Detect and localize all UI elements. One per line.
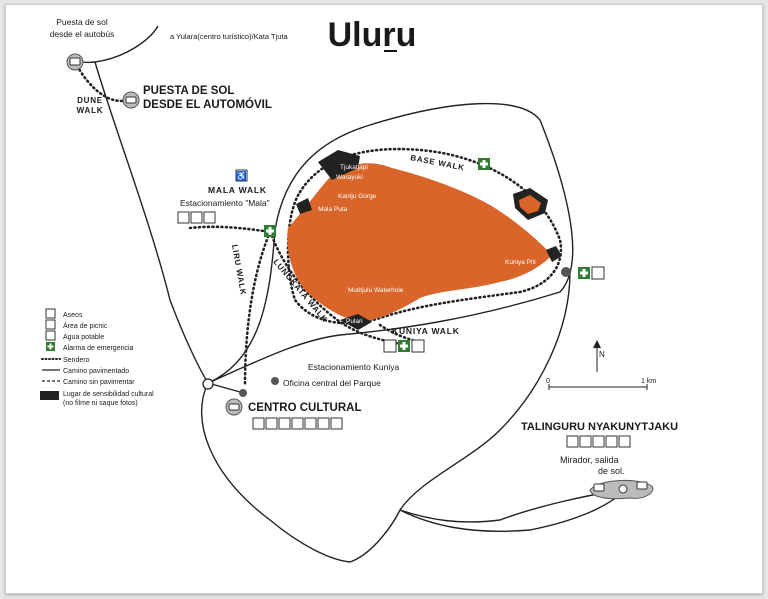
label-sunset-bus-1: Puesta de sol bbox=[56, 17, 108, 27]
first-aid-icon-east bbox=[578, 266, 605, 280]
cultural-centre-icons bbox=[252, 417, 343, 430]
legend-label-6: Camino sin pavimentar bbox=[63, 379, 135, 386]
label-sunset-car-2: DESDE EL AUTOMÓVIL bbox=[143, 98, 272, 111]
facility-icons: ♿ bbox=[66, 53, 654, 500]
sacred-site-pulari bbox=[340, 314, 372, 330]
talinguru-icons bbox=[566, 435, 631, 448]
north-label: N bbox=[599, 350, 605, 359]
sacred-site-mala-puta bbox=[296, 198, 312, 214]
paved-roads bbox=[71, 25, 626, 563]
talinguru-parking-icon bbox=[589, 479, 654, 500]
legend-label-1: Área de picnic bbox=[63, 321, 108, 330]
legend-first-aid-icon: Alarma de emergencia bbox=[46, 342, 134, 352]
first-aid-icon-base-walk bbox=[478, 158, 490, 170]
junctions bbox=[202, 267, 571, 397]
legend-label-0: Aseos bbox=[63, 312, 83, 319]
road-talinguru-2 bbox=[399, 489, 626, 532]
legend-label-4: Sendero bbox=[63, 357, 90, 364]
label-dune-walk-1: DUNE bbox=[77, 96, 103, 105]
legend-water-icon: Agua potable bbox=[45, 330, 104, 341]
road-south-loop bbox=[200, 271, 571, 563]
label-lookout-2: de sol. bbox=[598, 466, 625, 476]
label-mala-parking: Estacionamiento "Mala" bbox=[180, 198, 270, 208]
sacred-site-kuniya-piti bbox=[546, 246, 562, 262]
north-arrow: N bbox=[593, 340, 605, 372]
legend-label-2: Agua potable bbox=[63, 334, 104, 341]
legend-label-3: Alarma de emergencia bbox=[63, 345, 134, 352]
label-mala-puta: Mala Puta bbox=[318, 206, 348, 213]
first-aid-icon bbox=[264, 225, 276, 237]
label-kuniya-parking: Estacionamiento Kuniya bbox=[308, 362, 399, 372]
legend-label-5: Camino pavimentado bbox=[63, 368, 129, 375]
label-sunset-bus-2: desde el autobús bbox=[50, 29, 115, 39]
legend-label-7: Lugar de sensibilidad cultural bbox=[63, 391, 154, 398]
mala-parking-icons bbox=[177, 211, 216, 224]
label-dune-walk-2: WALK bbox=[77, 106, 104, 115]
sacred-sites bbox=[296, 150, 562, 330]
label-talinguru: TALINGURU NYAKUNYTJAKU bbox=[521, 421, 678, 433]
sacred-site-tjukatjapi bbox=[318, 150, 360, 180]
label-liru-walk: LIRU WALK bbox=[230, 244, 248, 296]
mala-walk-track bbox=[188, 225, 272, 234]
legend-solid-line: Camino pavimentado bbox=[42, 368, 129, 375]
label-lookout-1: Mirador, salida bbox=[560, 455, 619, 465]
wheelchair-icon: ♿ bbox=[235, 169, 248, 182]
scale-start: 0 bbox=[546, 378, 550, 385]
label-kuniya-piti: Kuniya Piti bbox=[505, 259, 536, 266]
junction-east bbox=[561, 267, 571, 277]
legend-dotted-line: Sendero bbox=[41, 357, 90, 364]
label-tjukatjapi-1: Tjukatjapi bbox=[340, 164, 368, 171]
liru-walk-track bbox=[243, 230, 272, 387]
car-icon bbox=[122, 91, 140, 109]
road-to-talinguru bbox=[399, 489, 621, 523]
road-west bbox=[94, 61, 209, 384]
legend-label-8: (no filme ni saque fotos) bbox=[63, 400, 138, 407]
bus-stop-icon bbox=[66, 53, 84, 71]
label-cultural-centre: CENTRO CULTURAL bbox=[248, 402, 362, 414]
label-kantju: Kantju Gorge bbox=[338, 193, 377, 200]
kuniya-icons bbox=[383, 339, 425, 353]
junction-cultural bbox=[239, 389, 247, 397]
label-yulara: a Yulara(centro turístico)/Kata Tjuta bbox=[170, 32, 289, 41]
label-mala-walk: MALA WALK bbox=[208, 185, 267, 195]
scale-end: 1 km bbox=[641, 378, 656, 385]
lungkata-walk-track bbox=[270, 234, 407, 347]
map-title: Uluru bbox=[328, 16, 417, 54]
base-walk-track bbox=[286, 147, 563, 325]
legend-picnic-icon: Área de picnic bbox=[45, 319, 108, 330]
rock-labels: Tjukatjapi Warayuki Kantju Gorge Mala Pu… bbox=[318, 164, 536, 325]
label-sunset-car-1: PUESTA DE SOL bbox=[143, 85, 234, 97]
svg-text:♿: ♿ bbox=[236, 170, 247, 181]
label-kuniya-walk: KUNIYA WALK bbox=[392, 326, 460, 336]
park-office-dot bbox=[271, 377, 279, 385]
label-pulari: Pulari bbox=[346, 318, 363, 325]
cultural-centre-car-icon bbox=[225, 398, 243, 416]
sacred-site-east-inner bbox=[519, 195, 541, 214]
legend-black-block: Lugar de sensibilidad cultural (no filme… bbox=[40, 391, 154, 407]
label-tjukatjapi-2: Warayuki bbox=[336, 174, 363, 181]
legend: Aseos Área de picnic Agua potable Alarma… bbox=[40, 308, 154, 407]
uluru-rock bbox=[287, 163, 552, 322]
junction-west bbox=[202, 378, 214, 390]
legend-dashed-line: Camino sin pavimentar bbox=[42, 379, 135, 386]
title-text: Uluru bbox=[328, 16, 417, 54]
label-mutitjulu: Mutitjulu Waterhole bbox=[348, 287, 404, 294]
scale-bar: 0 1 km bbox=[546, 378, 656, 390]
label-park-office: Oficina central del Parque bbox=[283, 378, 381, 388]
legend-toilet-icon: Aseos bbox=[45, 308, 83, 319]
